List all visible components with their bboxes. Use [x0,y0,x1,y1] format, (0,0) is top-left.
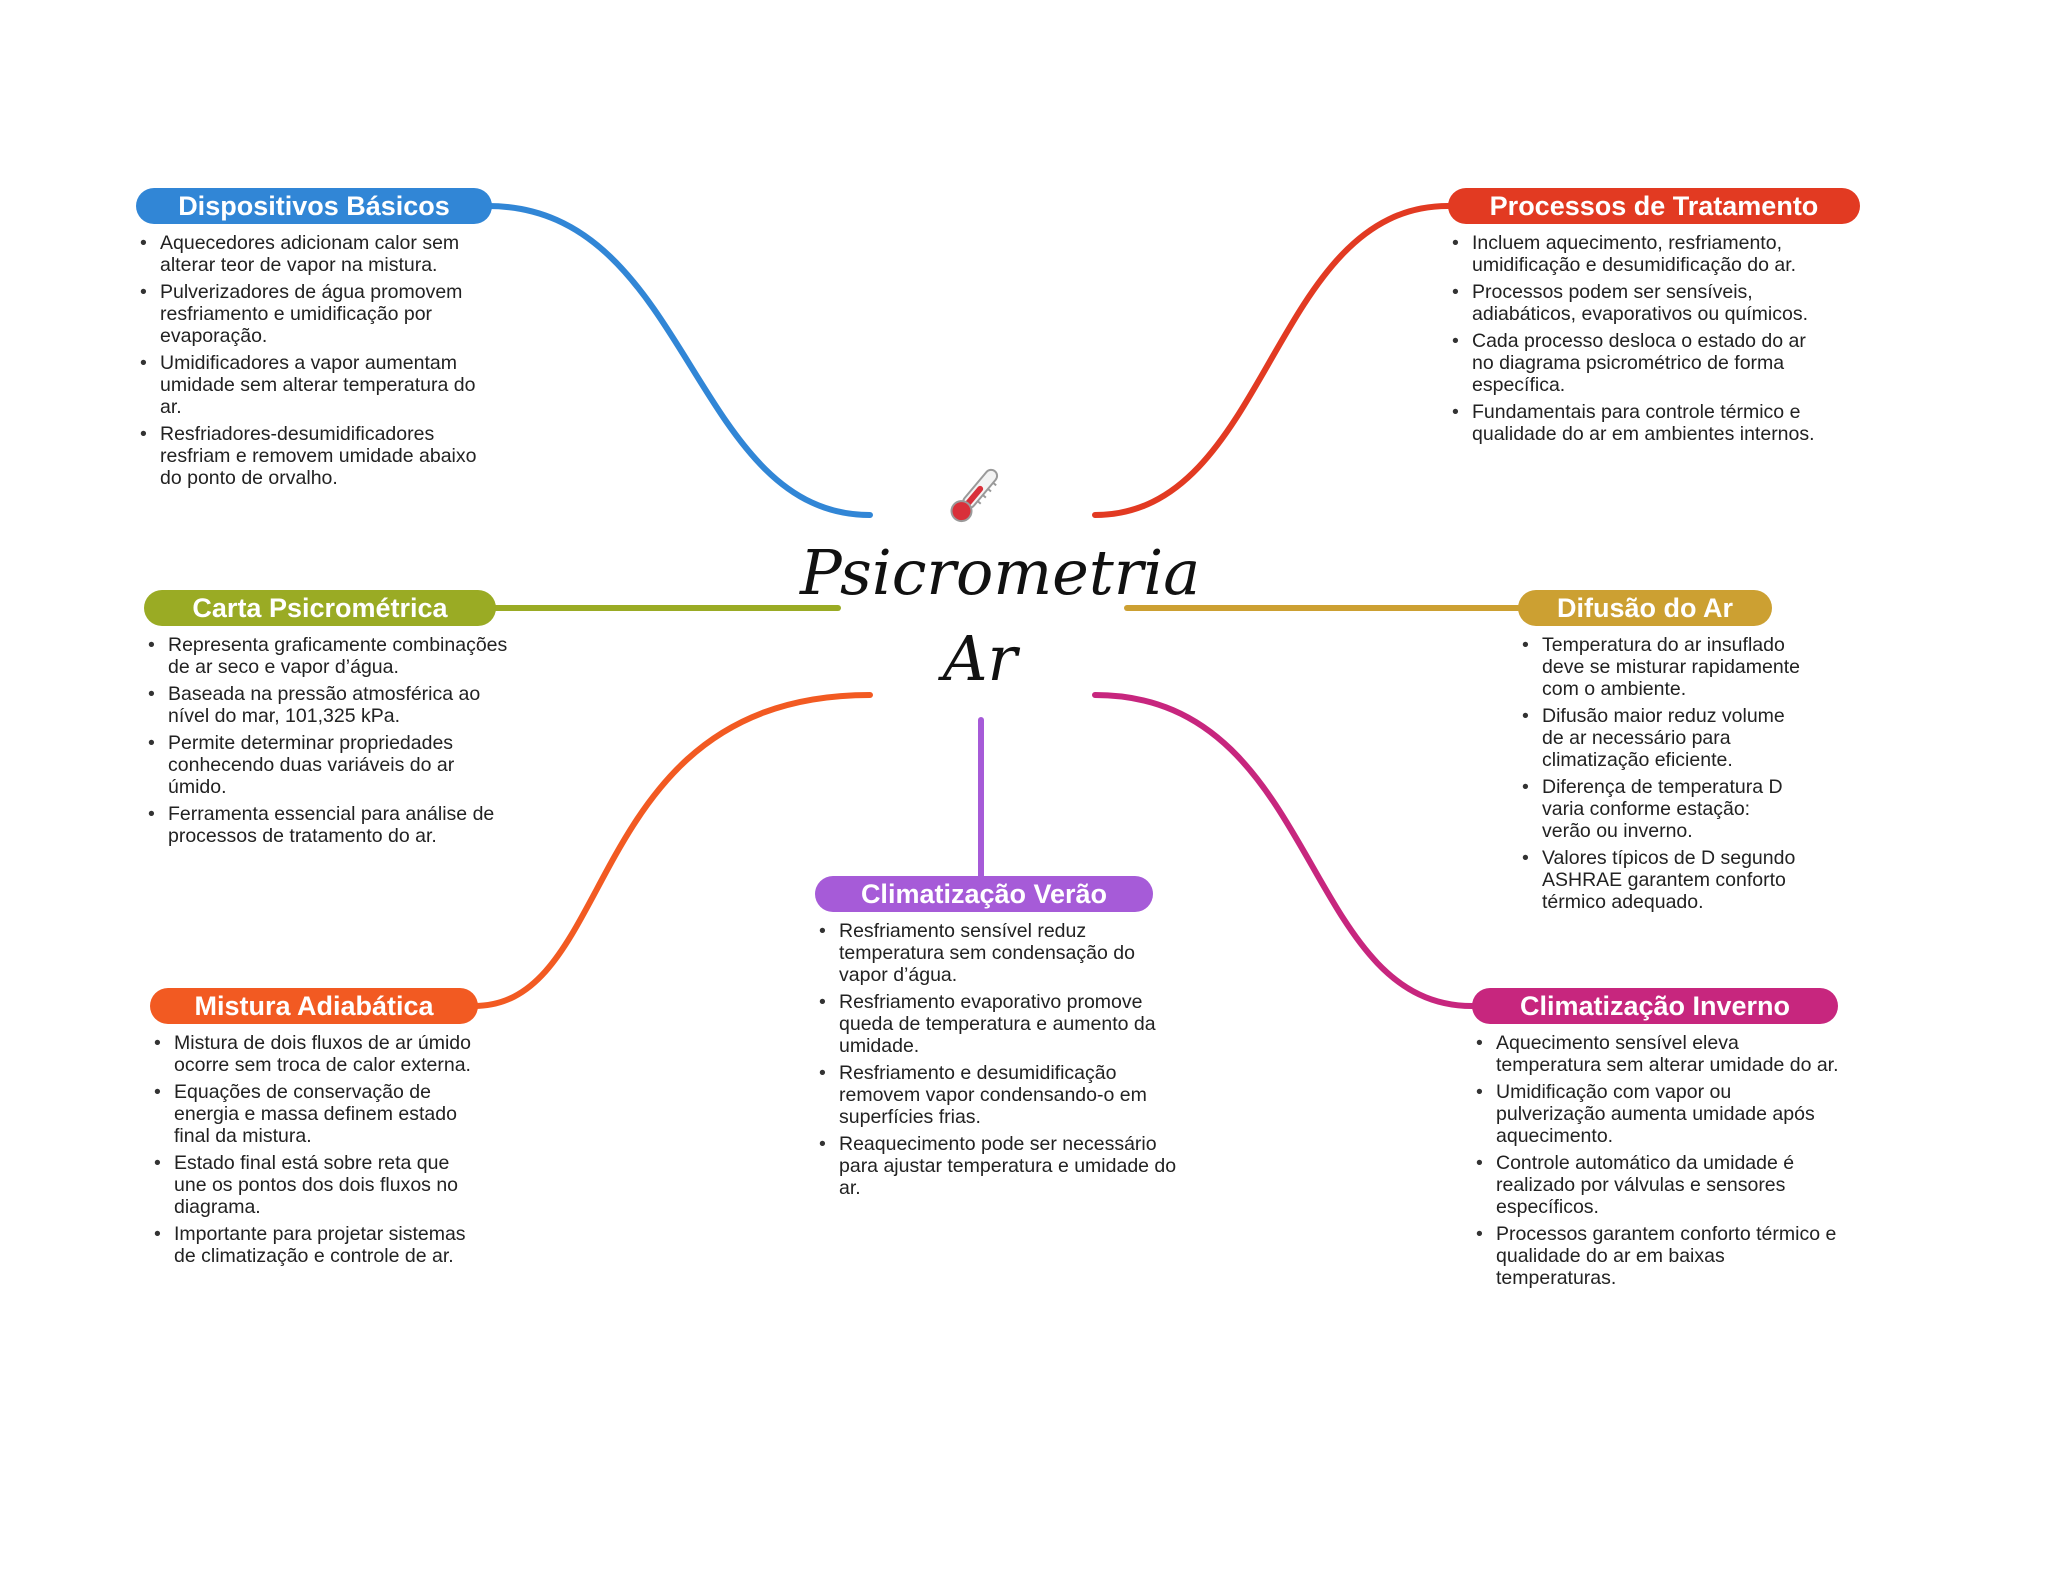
list-item: Estado final está sobre reta que une os … [154,1152,484,1218]
branch-title-carta: Carta Psicrométrica [144,590,496,626]
list-item: Aquecedores adicionam calor sem alterar … [140,232,496,276]
list-item: Diferença de temperatura D varia conform… [1522,776,1802,842]
list-item: Mistura de dois fluxos de ar úmido ocorr… [154,1032,484,1076]
list-item: Representa graficamente combinações de a… [148,634,508,678]
list-item: Processos garantem conforto térmico e qu… [1476,1223,1846,1289]
list-item: Umidificadores a vapor aumentam umidade … [140,352,496,418]
branch-points: Aquecimento sensível eleva temperatura s… [1472,1032,1846,1289]
branch-title-processos: Processos de Tratamento [1448,188,1860,224]
list-item: Resfriamento sensível reduz temperatura … [819,920,1179,986]
central-topic: Psicrometria Ar [800,460,1201,700]
thermometer-icon [950,468,999,523]
connector-processos [1092,203,1451,518]
branch-inverno: Climatização Inverno Aquecimento sensíve… [1472,988,1842,1294]
list-item: Cada processo desloca o estado do ar no … [1452,330,1822,396]
branch-carta: Carta Psicrométrica Representa graficame… [144,590,507,852]
list-item: Pulverizadores de água promovem resfriam… [140,281,496,347]
list-item: Temperatura do ar insuflado deve se mist… [1522,634,1802,700]
central-title-line2: Ar [942,622,1018,695]
list-item: Aquecimento sensível eleva temperatura s… [1476,1032,1846,1076]
list-item: Incluem aquecimento, resfriamento, umidi… [1452,232,1822,276]
list-item: Difusão maior reduz volume de ar necessá… [1522,705,1802,771]
connector-mistura [471,692,873,1009]
list-item: Ferramenta essencial para análise de pro… [148,803,508,847]
list-item: Processos podem ser sensíveis, adiabátic… [1452,281,1822,325]
central-title-line1: Psicrometria [800,536,1201,609]
connector-inverno [1092,692,1475,1009]
branch-points: Mistura de dois fluxos de ar úmido ocorr… [150,1032,484,1267]
branch-title-difusao: Difusão do Ar [1518,590,1772,626]
list-item: Baseada na pressão atmosférica ao nível … [148,683,508,727]
branch-title-mistura: Mistura Adiabática [150,988,478,1024]
branch-title-dispositivos: Dispositivos Básicos [136,188,492,224]
branch-dispositivos: Dispositivos Básicos Aquecedores adicion… [136,188,496,494]
branch-mistura: Mistura Adiabática Mistura de dois fluxo… [150,988,480,1272]
branch-difusao: Difusão do Ar Temperatura do ar insuflad… [1518,590,1818,918]
branch-processos: Processos de Tratamento Incluem aquecime… [1448,188,1860,450]
list-item: Resfriamento e desumidificação removem v… [819,1062,1179,1128]
branch-points: Resfriamento sensível reduz temperatura … [815,920,1179,1199]
branch-verao: Climatização Verão Resfriamento sensível… [815,876,1176,1204]
list-item: Controle automático da umidade é realiza… [1476,1152,1846,1218]
list-item: Resfriadores-desumidificadores resfriam … [140,423,496,489]
branch-points: Temperatura do ar insuflado deve se mist… [1518,634,1802,913]
connector-dispositivos [485,203,873,518]
list-item: Permite determinar propriedades conhecen… [148,732,508,798]
branch-points: Aquecedores adicionam calor sem alterar … [136,232,496,489]
list-item: Reaquecimento pode ser necessário para a… [819,1133,1179,1199]
list-item: Equações de conservação de energia e mas… [154,1081,484,1147]
branch-points: Incluem aquecimento, resfriamento, umidi… [1448,232,1822,445]
list-item: Importante para projetar sistemas de cli… [154,1223,484,1267]
list-item: Valores típicos de D segundo ASHRAE gara… [1522,847,1802,913]
branch-points: Representa graficamente combinações de a… [144,634,508,847]
branch-title-inverno: Climatização Inverno [1472,988,1838,1024]
list-item: Fundamentais para controle térmico e qua… [1452,401,1822,445]
list-item: Resfriamento evaporativo promove queda d… [819,991,1179,1057]
list-item: Umidificação com vapor ou pulverização a… [1476,1081,1846,1147]
branch-title-verao: Climatização Verão [815,876,1153,912]
